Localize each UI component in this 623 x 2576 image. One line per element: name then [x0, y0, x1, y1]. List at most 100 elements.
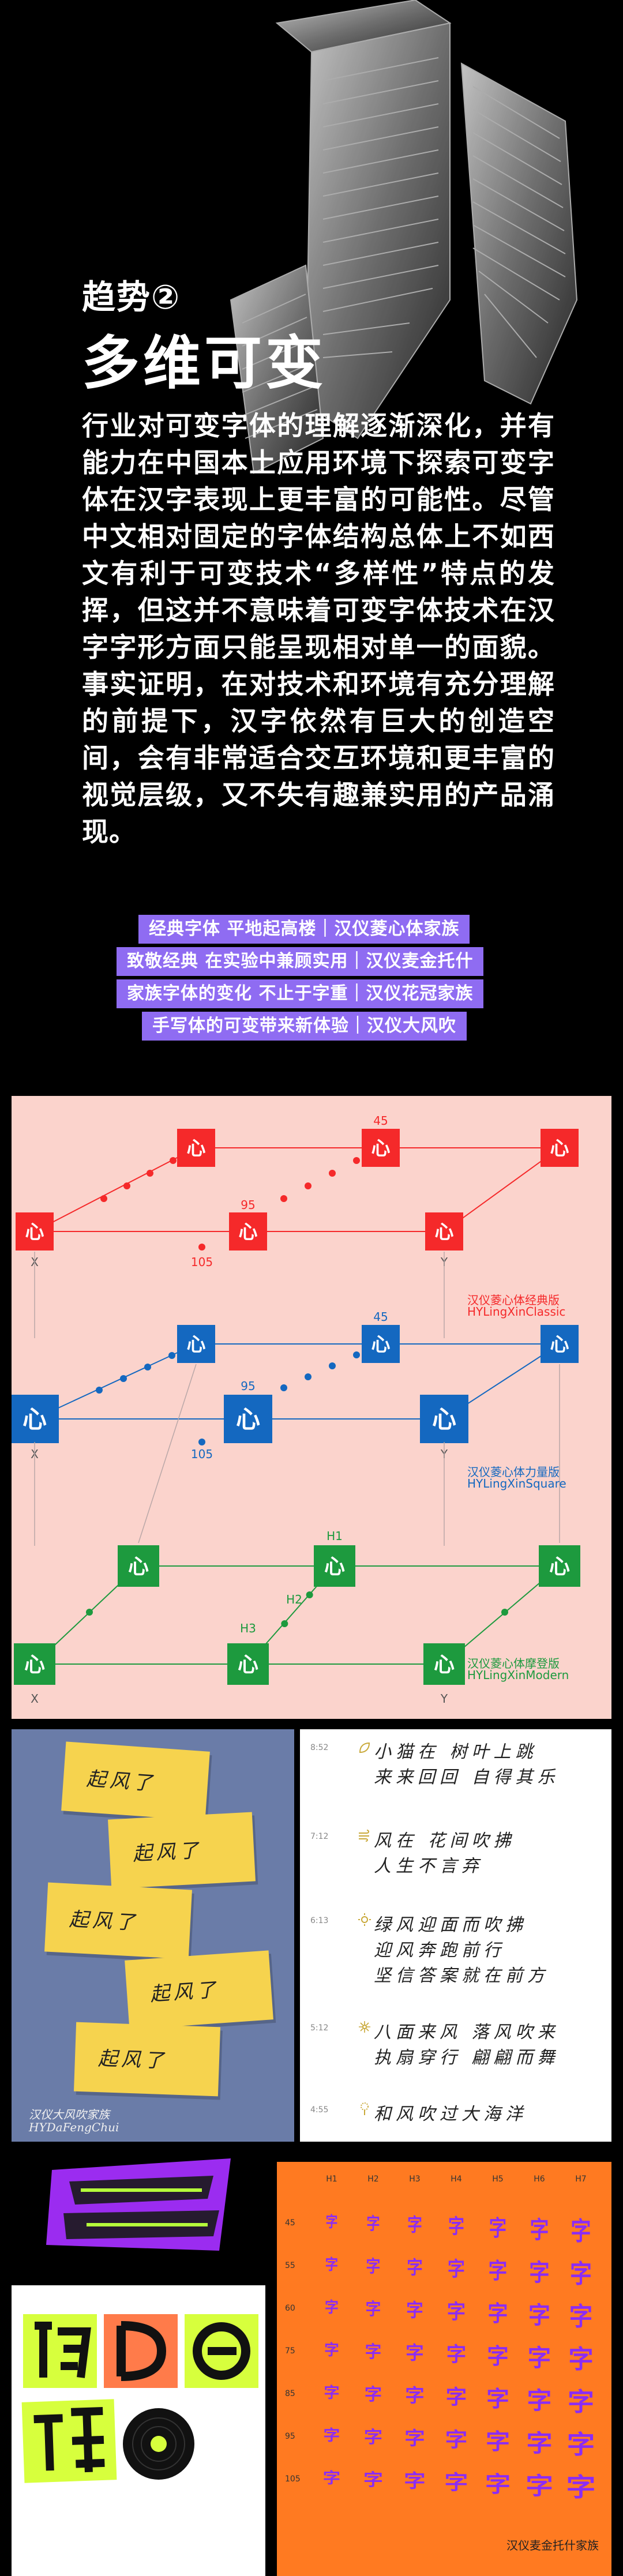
sticker-card [185, 2314, 258, 2388]
group-green-name-en: HYLingXinModern [467, 1668, 569, 1682]
node-glyph: 心 [434, 1653, 455, 1677]
node-glyph: 心 [22, 1405, 47, 1433]
wind-icon [359, 1830, 369, 1842]
glyph-node-red: 心 [177, 1129, 215, 1167]
grid-row-header: 105 [285, 2474, 301, 2484]
grid-glyph: 字 [446, 2344, 467, 2367]
purple-typography-poster [46, 2158, 231, 2251]
weight-label: 95 [241, 1379, 255, 1393]
node-glyph: 心 [432, 1405, 456, 1433]
glyph-node-green: 心 [118, 1545, 159, 1587]
3d-character-sculpture [230, 0, 578, 474]
axis-step-dot [353, 1157, 360, 1164]
entry-time: 8:52 [310, 1743, 329, 1752]
entry-time: 6:13 [310, 1916, 329, 1925]
axis-line [444, 1147, 560, 1232]
dafengchui-poster: 起风了 起风了 起风了 起风了 起风了 汉仪大风吹家族 HYDaFengChui [12, 1729, 294, 2142]
axis-step-dot [170, 1157, 177, 1164]
entry-time: 4:55 [310, 2105, 329, 2115]
grid-glyph: 字 [526, 2429, 553, 2457]
group-red-name-cn: 汉仪菱心体经典版 [467, 1293, 560, 1307]
glyph-node-blue: 心 [420, 1395, 468, 1443]
node-glyph: 心 [550, 1333, 569, 1355]
axis-step-dot [305, 1373, 312, 1380]
tag-huaguan: 家族字体的变化 不止于字重｜汉仪花冠家族 [117, 979, 484, 1008]
grid-glyph: 字 [325, 2256, 339, 2274]
grid-glyph: 字 [527, 2344, 551, 2372]
glyph-node-red: 心 [362, 1129, 400, 1167]
grid-glyph: 字 [487, 2301, 508, 2326]
glyph-node-green: 心 [14, 1643, 55, 1685]
grid-glyph: 字 [444, 2472, 468, 2495]
sticky-note: 起风了 [61, 1741, 210, 1821]
lime-sticker-cards [12, 2285, 265, 2576]
weight-label: H2 [286, 1593, 302, 1606]
node-glyph: 心 [24, 1653, 45, 1677]
grid-glyph: 字 [364, 2427, 382, 2447]
grid-row-header: 85 [285, 2389, 295, 2398]
weight-label: H3 [240, 1621, 256, 1635]
grid-glyph: 字 [363, 2470, 383, 2489]
grid-glyph: 字 [566, 2473, 596, 2502]
sticker-card [23, 2314, 97, 2388]
grid-glyph: 字 [323, 2427, 340, 2444]
grid-glyph: 字 [527, 2387, 552, 2414]
axis-step-dot [280, 1384, 287, 1391]
grid-glyph: 字 [447, 2258, 466, 2281]
grid-glyph: 字 [530, 2216, 549, 2244]
grid-glyph: 字 [322, 2470, 341, 2487]
grid-glyph: 字 [489, 2215, 507, 2241]
trend-label: 趋势② [82, 277, 181, 317]
grid-glyph: 字 [528, 2301, 550, 2329]
node-glyph: 心 [25, 1221, 44, 1243]
grid-glyph: 字 [405, 2385, 425, 2406]
grid-glyph: 字 [448, 2215, 464, 2239]
entry-line: 来来回回 自得其乐 [374, 1767, 560, 1788]
node-glyph: 心 [371, 1137, 391, 1159]
glyph-node-blue: 心 [224, 1395, 272, 1443]
glyph-node-red: 心 [425, 1212, 463, 1251]
entry-line: 人生不言弃 [374, 1856, 483, 1876]
grid-glyph: 字 [486, 2386, 509, 2412]
grid-glyph: 字 [445, 2386, 467, 2409]
trend-title: 多维可变 [82, 329, 326, 397]
grid-column-header: H4 [451, 2175, 462, 2184]
grid-glyph: 字 [325, 2299, 339, 2316]
grid-glyph: 字 [487, 2344, 509, 2369]
grid-glyph: 字 [366, 2214, 380, 2233]
grid-glyph: 字 [324, 2342, 339, 2359]
axis-step-dot [86, 1609, 93, 1616]
entry-line: 八面来风 落风吹来 [374, 2022, 560, 2042]
glyph-node-blue: 心 [177, 1325, 215, 1363]
glyph-node-green: 心 [539, 1545, 580, 1587]
axis-line [34, 1147, 197, 1232]
grid-column-header: H2 [367, 2175, 379, 2184]
dandelion-icon [361, 2102, 369, 2115]
grid-glyph: 字 [364, 2385, 382, 2404]
entry-line: 迎风奔跑前行 [374, 1940, 505, 1961]
grid-glyph: 字 [406, 2299, 423, 2321]
hero-section: 趋势② 多维可变 行业对可变字体的理解逐渐深化，并有能力在中国本土应用环境下探索… [0, 0, 623, 900]
grid-glyph: 字 [526, 2472, 553, 2500]
weight-label: 95 [241, 1198, 255, 1212]
weight-label: H1 [326, 1529, 343, 1543]
weight-label: 45 [373, 1114, 388, 1128]
grid-column-header: H7 [575, 2175, 587, 2184]
grid-row-header: 60 [285, 2304, 295, 2313]
sun-icon [358, 1913, 371, 1926]
entry-time: 7:12 [310, 1832, 329, 1841]
flower-icon [359, 2021, 370, 2033]
entry-line: 坚信答案就在前方 [374, 1966, 549, 1986]
grid-glyph: 字 [404, 2427, 425, 2449]
axis-step-dot [147, 1170, 153, 1177]
grid-row-header: 95 [285, 2432, 295, 2441]
axis-step-dot [306, 1591, 313, 1598]
grid-glyph: 字 [325, 2214, 338, 2231]
grid-glyph: 字 [365, 2342, 382, 2361]
axis-step-dot [120, 1375, 127, 1382]
node-glyph: 心 [549, 1555, 570, 1579]
axis-step-dot [501, 1609, 508, 1616]
sticky-note: 起风了 [108, 1812, 256, 1889]
